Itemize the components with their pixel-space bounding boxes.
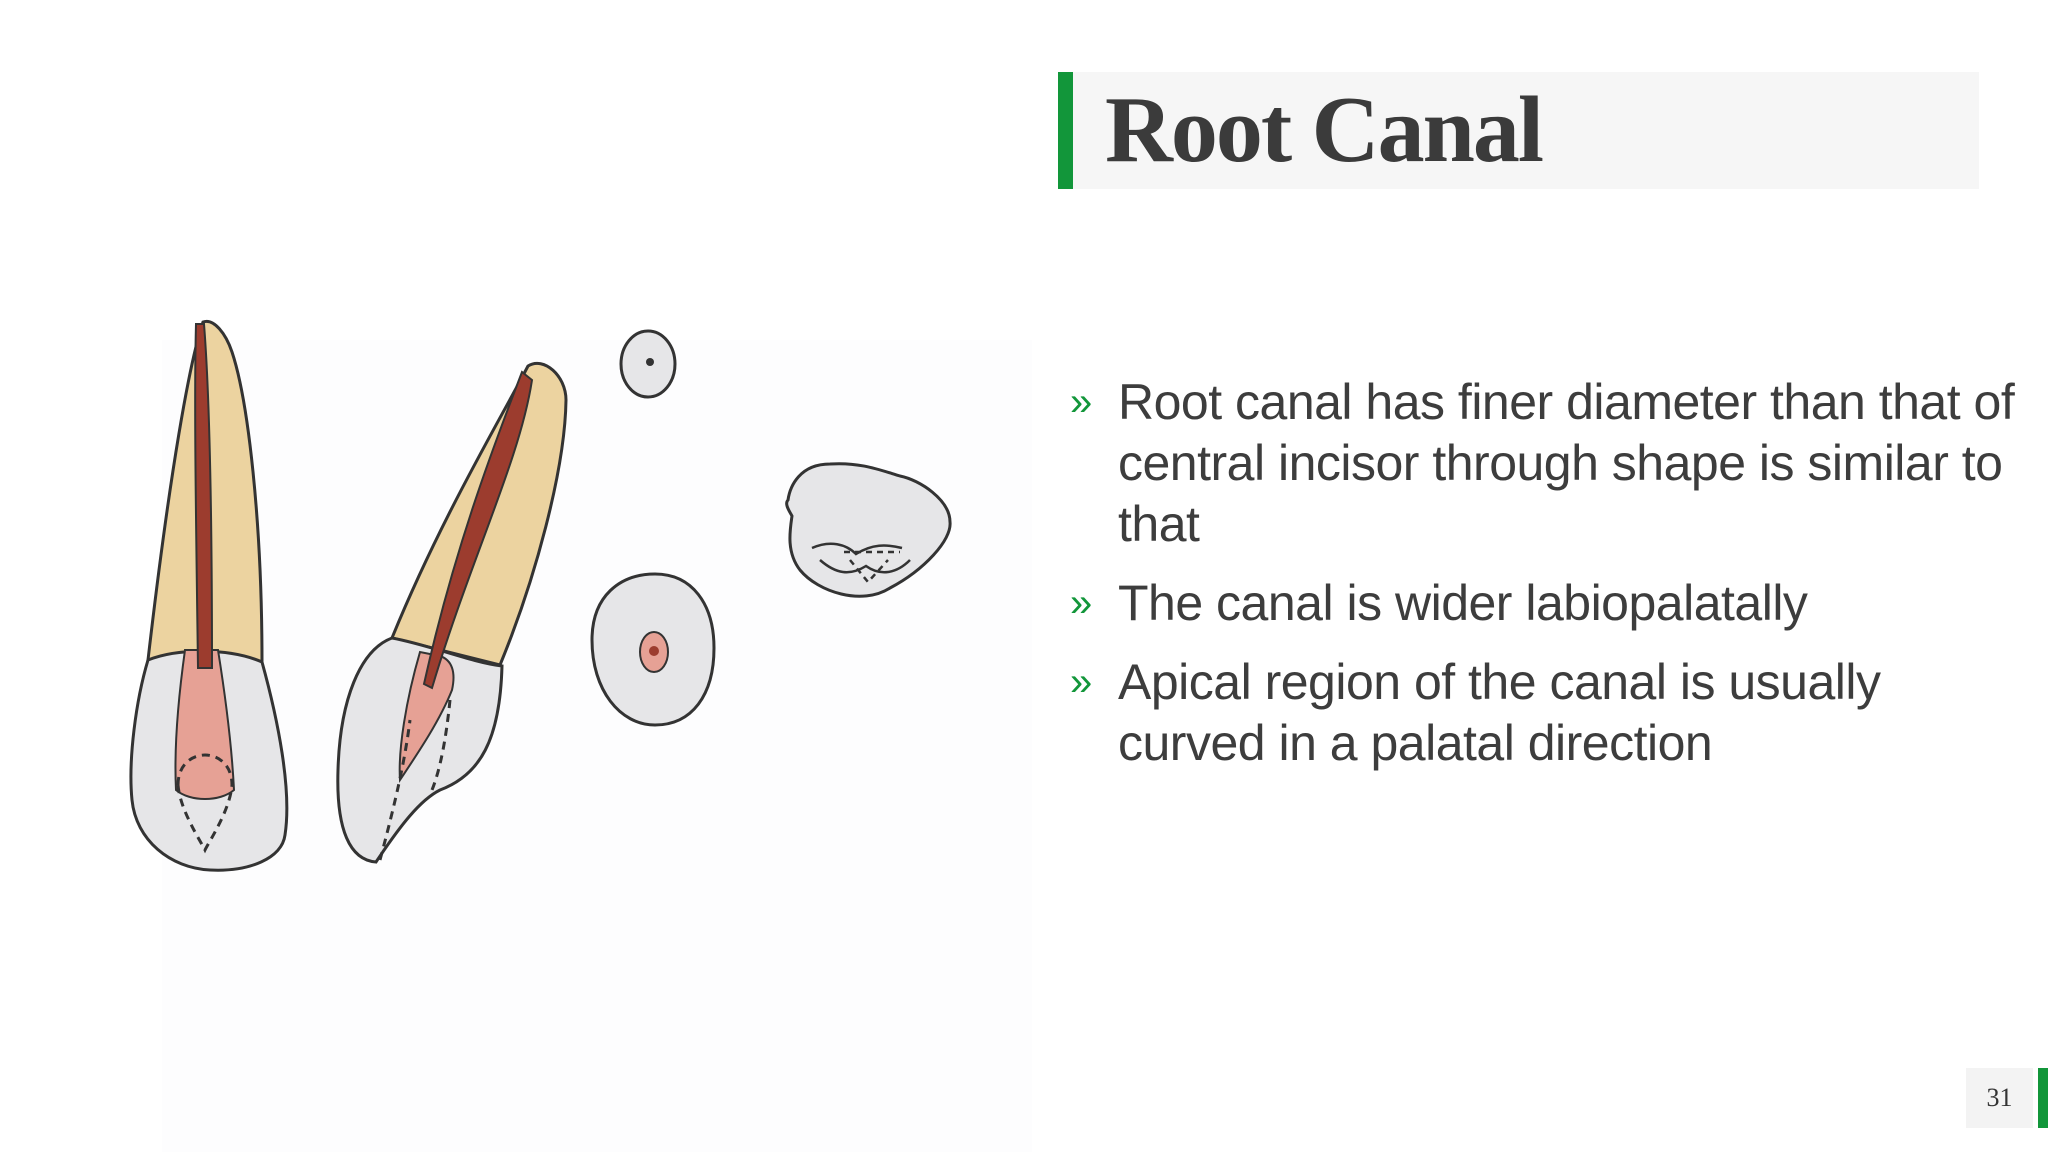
bullet-marker: »	[1070, 380, 1092, 424]
tooth1-dashed-outline	[176, 753, 234, 854]
bullet-item: » Root canal has finer diameter than tha…	[1070, 372, 2040, 555]
bullet-marker: »	[1070, 581, 1092, 625]
slide-title: Root Canal	[1105, 78, 1544, 182]
bullet-item: » Apical region of the canal is usually …	[1070, 652, 2040, 774]
tooth1-canal	[194, 323, 214, 669]
tooth-proximal-section	[336, 361, 568, 864]
cervical-canal-center	[649, 646, 659, 656]
title-bar	[1058, 72, 1979, 189]
bullet-marker: »	[1070, 660, 1092, 704]
page-number: 31	[1986, 1083, 2013, 1112]
bullet-text: The canal is wider labiopalatally	[1118, 575, 1808, 631]
tooth2-canal	[422, 370, 534, 690]
bullet-text: Root canal has finer diameter than that …	[1118, 374, 2015, 552]
tooth2-dashed-outline	[378, 699, 452, 861]
incisal-inner-lines	[811, 542, 911, 574]
incisal-outline	[785, 462, 952, 598]
title-accent-bar	[1058, 72, 1073, 189]
page-number-box	[1966, 1068, 2033, 1128]
cross-section-apical	[619, 329, 677, 399]
incisal-view	[785, 462, 952, 598]
tooth2-pulp-chamber	[398, 650, 455, 784]
page-accent-bar	[2038, 1068, 2048, 1128]
tooth-anatomy-illustration	[129, 319, 952, 872]
bullet-item: » The canal is wider labiopalatally	[1070, 573, 2040, 634]
tooth-labial-section	[129, 319, 289, 872]
cross-section-cervical	[590, 572, 716, 727]
incisal-dashed-lines	[844, 550, 900, 584]
tooth1-pulp-chamber	[174, 649, 236, 800]
bullet-list: » Root canal has finer diameter than tha…	[1070, 372, 2040, 792]
bullet-text: Apical region of the canal is usually cu…	[1118, 654, 1881, 771]
apical-canal-dot	[646, 358, 654, 366]
